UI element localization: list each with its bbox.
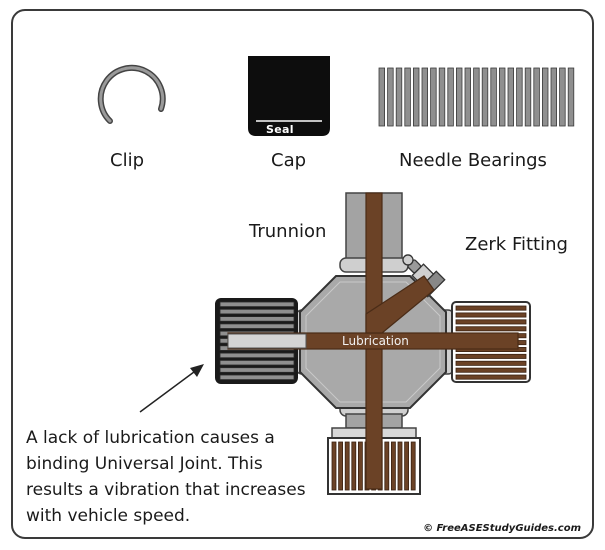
needle-roller — [516, 67, 523, 127]
note-line: with vehicle speed. — [26, 506, 191, 526]
needle-roller — [455, 319, 527, 325]
pointer-arrow — [139, 364, 204, 413]
needle-roller — [219, 352, 295, 359]
needle-roller — [473, 67, 480, 127]
needle-bearings-icon — [378, 67, 575, 127]
note-line: binding Universal Joint. This — [26, 454, 263, 474]
needle-roller — [387, 67, 394, 127]
needle-roller — [507, 67, 514, 127]
needle-roller — [219, 323, 295, 329]
needle-roller — [455, 326, 527, 332]
needle-roller — [455, 367, 527, 373]
needle-roller — [219, 316, 295, 322]
needle-roller — [455, 312, 527, 318]
cap-label: Cap — [271, 150, 307, 171]
needle-roller — [331, 441, 337, 491]
needle-roller — [490, 67, 497, 127]
needle-roller — [219, 301, 295, 307]
needle-roller — [219, 308, 295, 315]
needle-roller — [344, 441, 350, 491]
needle-roller — [410, 441, 416, 491]
needle-roller — [533, 67, 540, 127]
needle-roller — [455, 353, 527, 359]
needle-roller — [219, 359, 295, 366]
needle-roller — [397, 441, 403, 491]
needle-roller — [559, 67, 566, 127]
needle-roller — [357, 441, 363, 491]
trunnion-label: Trunnion — [249, 221, 327, 242]
zerk-fitting-label: Zerk Fitting — [465, 234, 568, 255]
needle-roller — [524, 67, 532, 127]
needle-roller — [338, 441, 344, 491]
needle-roller — [464, 67, 471, 127]
needle-roller — [378, 67, 385, 127]
needle-roller — [219, 367, 295, 373]
note-line: A lack of lubrication causes a — [26, 428, 275, 448]
needle-roller — [455, 67, 463, 127]
needle-roller — [498, 67, 506, 127]
needle-roller — [404, 441, 410, 491]
needle-roller — [219, 374, 295, 380]
needle-roller — [351, 441, 357, 491]
needle-bearings-label: Needle Bearings — [399, 150, 547, 171]
needle-roller — [430, 67, 437, 127]
needle-roller — [481, 67, 489, 127]
needle-roller — [438, 67, 446, 127]
needle-roller — [567, 67, 575, 127]
needle-roller — [395, 67, 403, 127]
lubrication-note: A lack of lubrication causes a binding U… — [26, 425, 326, 529]
copyright-credit: © FreeASEStudyGuides.com — [423, 523, 581, 534]
cap-icon — [248, 56, 330, 136]
needle-roller — [455, 305, 527, 311]
needle-roller — [550, 67, 557, 127]
needle-roller — [542, 67, 549, 127]
needle-roller — [412, 67, 420, 127]
note-line: results a vibration that increases — [26, 480, 306, 500]
lubrication-channels — [227, 192, 519, 490]
needle-roller — [390, 441, 396, 491]
needle-roller — [455, 374, 527, 380]
lubrication-label: Lubrication — [342, 334, 409, 348]
needle-roller — [421, 67, 428, 127]
seal-label: Seal — [266, 123, 294, 136]
clip-label: Clip — [110, 150, 144, 171]
needle-roller — [404, 67, 411, 127]
needle-roller — [447, 67, 454, 127]
needle-roller — [455, 360, 527, 366]
needle-roller — [384, 441, 390, 491]
